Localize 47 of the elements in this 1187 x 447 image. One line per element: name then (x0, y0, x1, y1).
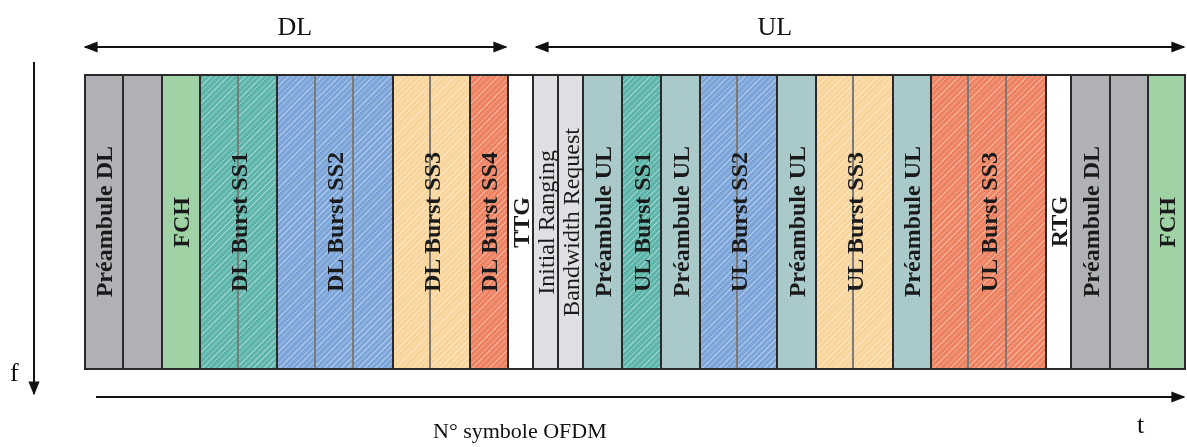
column-label: Préambule UL (784, 146, 809, 298)
frame-column (392, 74, 471, 370)
frame-column (815, 74, 894, 370)
frame-column (469, 74, 509, 370)
frame-column (1045, 74, 1072, 370)
frame-column (161, 74, 201, 370)
frame-column (582, 74, 623, 370)
axis-title: N° symbole OFDM (433, 420, 607, 442)
frame-column (276, 74, 394, 370)
column-label: DL Burst SS1 (226, 151, 251, 293)
column-label: DL Burst SS4 (477, 151, 501, 293)
column-label: UL Burst SS2 (726, 151, 751, 293)
frame-column (507, 74, 534, 370)
frame-bar (122, 74, 163, 370)
frame-column (1070, 74, 1111, 370)
column-label: Initial Ranging (533, 149, 558, 295)
axis-label: f (10, 360, 19, 386)
column-label: Préambule DL (92, 146, 116, 298)
frame-column (199, 74, 278, 370)
column-label: Préambule UL (668, 146, 693, 298)
column-label: UL Burst SS3 (842, 151, 867, 293)
frame-column (776, 74, 817, 370)
frame-column (84, 74, 124, 370)
frame-bar (1109, 74, 1149, 370)
frame-column (699, 74, 778, 370)
column-label: FCH (169, 196, 193, 248)
frame-column (892, 74, 932, 370)
column-label: RTG (1046, 196, 1071, 248)
span-label: DL (277, 14, 313, 40)
frame-column (1147, 74, 1186, 370)
frame-column (532, 74, 559, 370)
column-label: UL Burst SS3 (976, 151, 1001, 293)
frame-column (557, 74, 584, 370)
column-label: UL Burst SS1 (629, 151, 654, 293)
column-label: Préambule DL (1078, 146, 1103, 298)
column-label: Bandwidth Request (558, 127, 583, 317)
column-label: DL Burst SS2 (323, 151, 347, 293)
column-label: Préambule UL (900, 146, 924, 298)
axis-label: t (1137, 412, 1145, 438)
column-label: DL Burst SS3 (419, 151, 444, 293)
span-label: UL (757, 14, 793, 40)
frame-column (660, 74, 701, 370)
column-label: TTG (508, 196, 533, 248)
frame-column (621, 74, 662, 370)
column-label: Préambule UL (590, 146, 615, 298)
frame-column (930, 74, 1047, 370)
column-label: FCH (1154, 196, 1179, 248)
